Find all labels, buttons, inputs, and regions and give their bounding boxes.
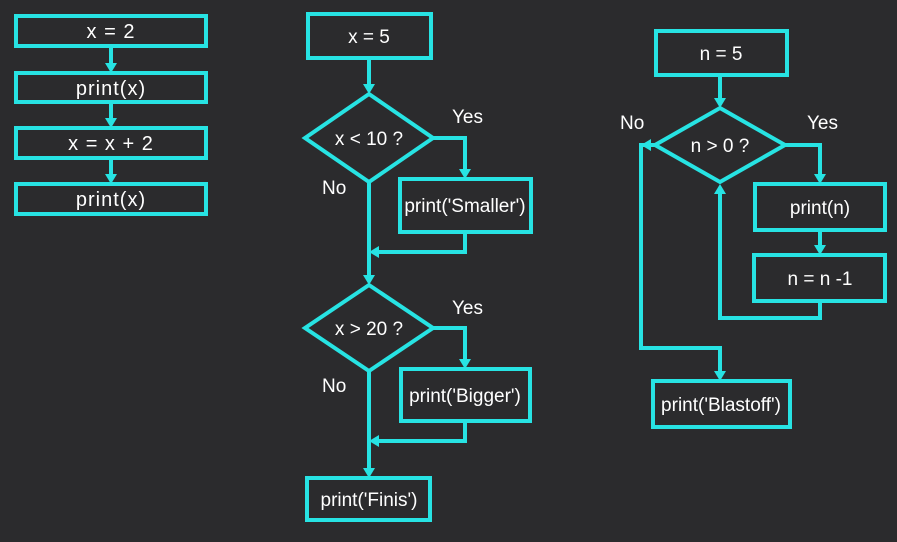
cond2-label: x > 20 ? [335,319,403,340]
cond1-diamond [301,91,437,185]
loop-body-arrowhead [814,245,826,255]
action1-label: print('Smaller') [404,196,525,217]
action1-box [398,177,533,234]
loop-body1-label: print(n) [790,198,850,219]
seq-box-3-label: x = x + 2 [68,133,154,155]
seq-box-3 [14,126,208,160]
loop-yes-label: Yes [807,113,838,134]
loop-no-entry-arrowhead [641,139,651,151]
loop-body2-box [752,253,887,303]
cond2-diamond [301,282,437,374]
loop-end-arrowhead [714,371,726,381]
cond-end-label: print('Finis') [321,490,418,511]
action2-label: print('Bigger') [409,386,521,407]
loop-back-path [718,192,822,320]
loop-start-box [654,29,789,77]
cond2-no-arrowhead [363,468,375,478]
cond2-no-label: No [322,376,346,397]
loop-diamond [650,105,790,185]
cond1-no-arrowhead [363,275,375,285]
loop-yes-path [785,143,822,175]
seq-box-1 [14,14,208,48]
cond2-yes-arrowhead [459,359,471,369]
seq-box-4 [14,182,208,216]
seq-arrowhead-3 [105,174,117,184]
seq-arrowhead-1 [105,63,117,73]
loop-cond-label: n > 0 ? [691,136,750,157]
loop-flowchart: n = 5 n > 0 ? Yes No print(n) n = n -1 p… [620,29,887,429]
action2-return-arrowhead [369,435,379,447]
loop-arrowhead-start [714,98,726,108]
cond1-label: x < 10 ? [335,129,403,150]
cond-end-box [305,476,432,522]
loop-start-label: n = 5 [700,44,743,65]
seq-box-4-label: print(x) [76,189,146,211]
loop-yes-arrowhead [814,174,826,184]
seq-box-1-label: x = 2 [87,21,136,43]
cond2-yes-label: Yes [452,298,483,319]
cond1-no-label: No [322,178,346,199]
loop-end-box [651,379,792,429]
seq-arrowhead-2 [105,118,117,128]
sequential-flowchart: x = 2 print(x) x = x + 2 print(x) [14,14,208,216]
loop-no-label: No [620,113,644,134]
seq-box-2 [14,71,208,104]
cond-start-label: x = 5 [348,27,390,48]
loop-body1-box [753,182,887,232]
action2-return-path [377,421,467,443]
cond1-yes-arrowhead [459,169,471,179]
cond-start-box [306,12,433,60]
seq-box-2-label: print(x) [76,78,146,100]
action1-return-arrowhead [369,246,379,258]
loop-back-arrowhead [714,184,726,194]
action2-box [399,367,532,423]
loop-end-label: print('Blastoff') [661,395,781,416]
loop-body2-label: n = n -1 [788,269,853,290]
conditional-flowchart: x = 5 x < 10 ? Yes No print('Smaller') x… [301,12,533,522]
cond1-yes-label: Yes [452,107,483,128]
cond2-yes-path [433,326,467,360]
cond1-yes-path [433,136,467,170]
action1-return-path [377,232,467,254]
cond-arrowhead-start [363,84,375,94]
loop-no-path [639,143,722,372]
